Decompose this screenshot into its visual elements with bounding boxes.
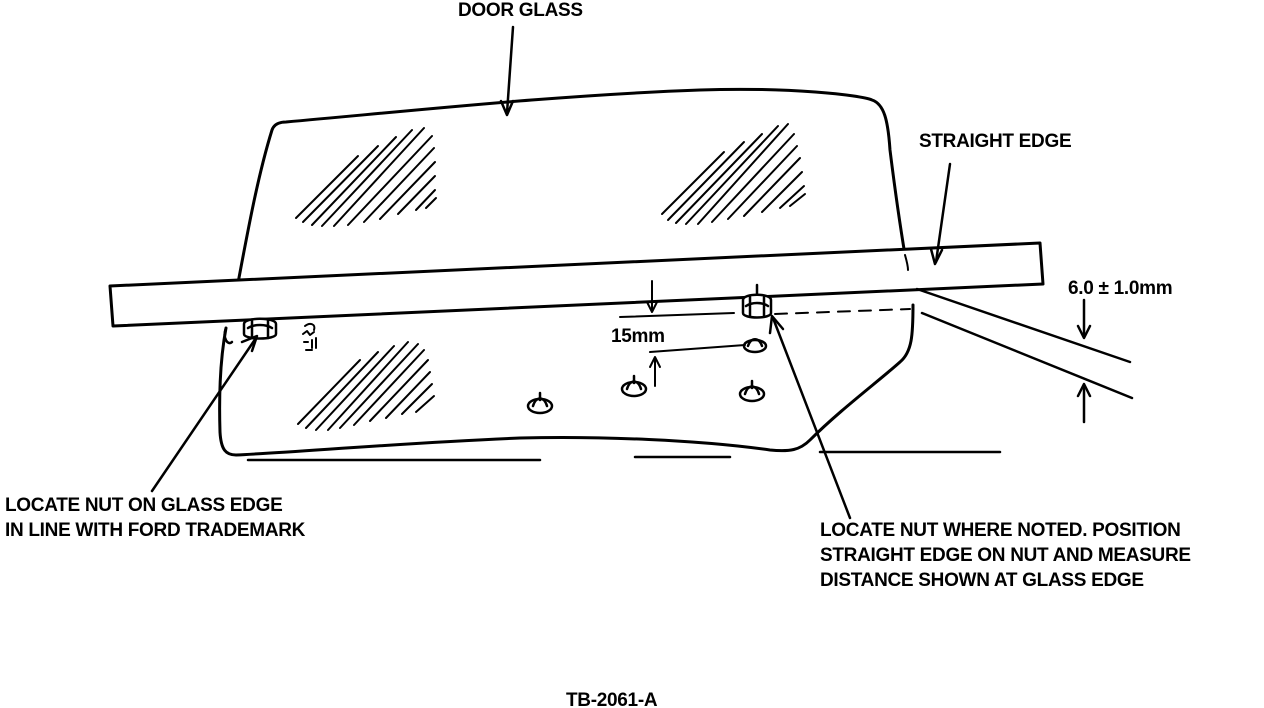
left-nut-instruction: LOCATE NUT ON GLASS EDGE IN LINE WITH FO… — [5, 493, 305, 543]
glass-outline-upper — [236, 87, 907, 285]
dashed-reference-line — [774, 308, 911, 315]
right-nut-instruction: LOCATE NUT WHERE NOTED. POSITION STRAIGH… — [820, 518, 1191, 593]
ford-trademark-icon — [302, 322, 317, 351]
bolt-hole — [738, 379, 766, 403]
left-nut — [242, 317, 278, 340]
right-nut — [741, 283, 773, 319]
door-glass-label: DOOR GLASS — [458, 0, 583, 21]
offset-15mm-label: 15mm — [611, 326, 665, 347]
leader-right-nut — [768, 314, 852, 520]
straight-edge-label: STRAIGHT EDGE — [919, 131, 1072, 152]
bolt-hole — [526, 391, 554, 415]
leader-door-glass — [499, 25, 515, 117]
glass-hatch-upper-left — [295, 127, 437, 227]
right-note-line: LOCATE NUT WHERE NOTED. POSITION — [820, 520, 1181, 541]
glass-edge-curl — [223, 326, 234, 345]
gap-spec-label: 6.0 ± 1.0mm — [1068, 278, 1173, 299]
leader-straight-edge — [929, 162, 952, 266]
left-note-line: LOCATE NUT ON GLASS EDGE — [5, 495, 283, 516]
right-note-line: STRAIGHT EDGE ON NUT AND MEASURE — [820, 545, 1191, 566]
dimension-15mm-arrow-lower — [649, 344, 746, 387]
right-note-line: DISTANCE SHOWN AT GLASS EDGE — [820, 570, 1144, 591]
bolt-hole — [742, 338, 768, 354]
left-note-line: IN LINE WITH FORD TRADEMARK — [5, 520, 306, 541]
glass-hatch-lower-left — [297, 341, 435, 431]
leader-left-nut — [150, 334, 259, 493]
straight-edge-bar — [108, 241, 1045, 328]
figure-id: TB-2061-A — [566, 690, 658, 708]
bolt-hole — [620, 374, 648, 398]
gap-dimension — [915, 287, 1134, 424]
dimension-15mm-arrow-upper — [619, 280, 735, 318]
glass-outline-lower — [218, 303, 915, 457]
glass-outline-behind-bar — [904, 254, 909, 271]
glass-hatch-upper-right — [661, 123, 806, 225]
